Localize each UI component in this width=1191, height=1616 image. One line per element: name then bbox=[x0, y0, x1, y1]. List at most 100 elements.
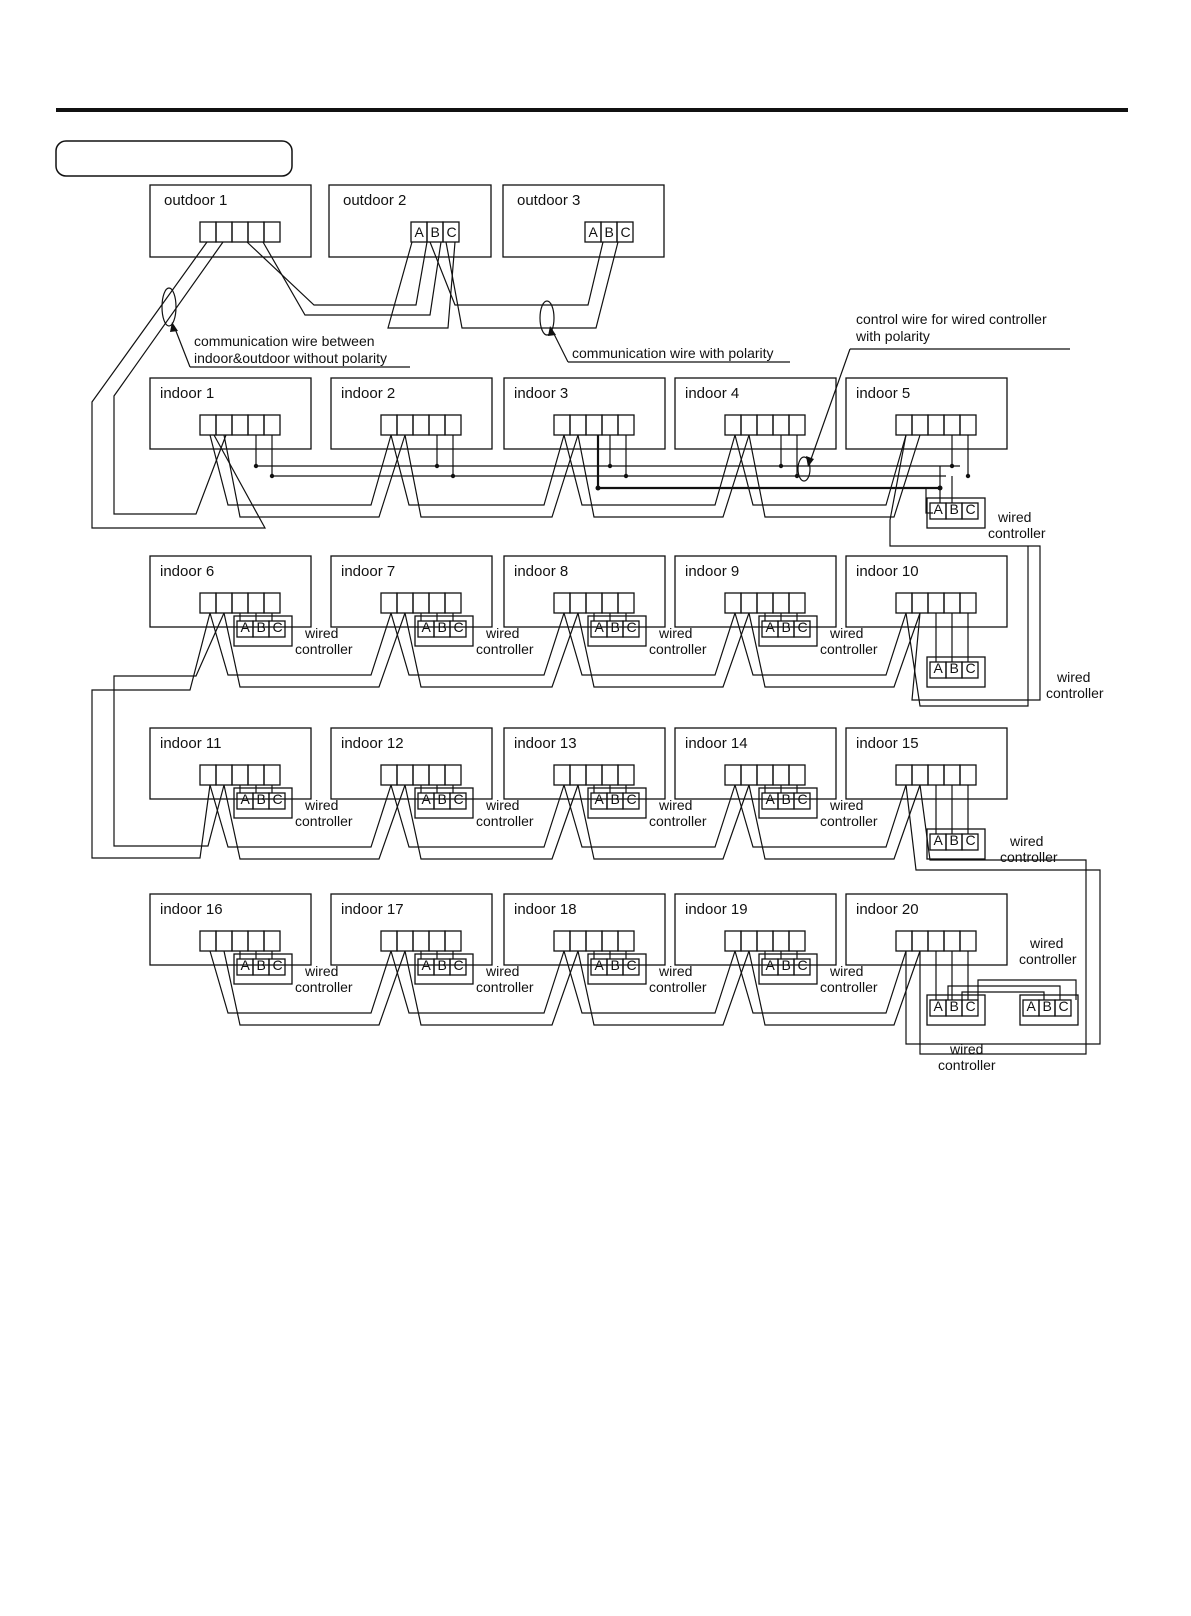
outdoor-unit-3-terminals-label-a: A bbox=[589, 224, 599, 240]
wired-controller-indoor-17-terminals-label-b: B bbox=[438, 957, 447, 973]
annotations: communication wire between indoor&outdoo… bbox=[161, 287, 1070, 482]
section-title-tab bbox=[55, 140, 293, 177]
bus-node-a-4 bbox=[778, 463, 784, 469]
wired-controller-indoor-9-label-controller: controller bbox=[820, 641, 878, 657]
wired-controller-indoor-12-terminals-label-a: A bbox=[422, 791, 432, 807]
wire-row4-link-4-a bbox=[734, 950, 907, 1014]
wiring bbox=[91, 241, 1101, 1055]
indoor-unit-8-terminals bbox=[553, 592, 635, 614]
wire-out1-in1-b bbox=[113, 241, 227, 515]
wired-controller-indoor-15-terminals-label-c: C bbox=[966, 832, 976, 848]
indoor-unit-11-terminals bbox=[199, 764, 281, 786]
wired-controller-indoor-9-terminals-label-c: C bbox=[798, 619, 808, 635]
indoor-unit-11-terminals-cell-1 bbox=[199, 764, 217, 786]
indoor-unit-12-box bbox=[330, 727, 493, 800]
wired-controller-indoor-13-terminals-label-b: B bbox=[611, 791, 620, 807]
indoor-unit-13-name: indoor 13 bbox=[514, 735, 577, 752]
outdoor-unit-2-box bbox=[328, 184, 492, 258]
indoor-unit-4-terminals-cell-1 bbox=[724, 414, 742, 436]
wire-row2-row3-b bbox=[113, 612, 225, 847]
leader-no-polarity bbox=[173, 325, 191, 368]
wire-out1-out2-a bbox=[246, 241, 428, 306]
wire-row3-link-2-b bbox=[404, 784, 579, 860]
indoor-unit-7-terminals bbox=[380, 592, 462, 614]
indoor-unit-9-terminals bbox=[724, 592, 806, 614]
wired-controller-indoor-16-terminals-label-b: B bbox=[257, 957, 266, 973]
wired-controller-indoor-15-box bbox=[926, 828, 986, 860]
indoor-unit-19-terminals-cell-2 bbox=[740, 930, 758, 952]
indoor-unit-16-terminals-cell-3 bbox=[231, 930, 249, 952]
wired-controller-indoor-8-label-controller: controller bbox=[649, 641, 707, 657]
bus-node-a-2 bbox=[434, 463, 440, 469]
wired-controller-indoor-12-terminals-cell-3 bbox=[449, 792, 467, 810]
wired-controller-indoor-14-terminals-label-b: B bbox=[782, 791, 791, 807]
indoor-unit-10-terminals-cell-5 bbox=[959, 592, 977, 614]
indoor-unit-15-terminals-cell-3 bbox=[927, 764, 945, 786]
wire-row3-link-4-b bbox=[748, 784, 921, 860]
indoor-unit-10-name: indoor 10 bbox=[856, 563, 919, 580]
wired-controller-indoor-6-terminals-label-a: A bbox=[241, 619, 251, 635]
wire-row3-link-3-a bbox=[563, 784, 736, 848]
indoor-unit-12: indoor 12 bbox=[330, 727, 493, 800]
outdoor-unit-3-name: outdoor 3 bbox=[517, 192, 580, 209]
wired-controller-row1-terminals-label-c: C bbox=[966, 501, 976, 517]
wired-controller-indoor-7-terminals-label-b: B bbox=[438, 619, 447, 635]
wire-row3-row4-a bbox=[905, 784, 1101, 1045]
wired-controller-indoor-10-terminals-label-b: B bbox=[950, 660, 959, 676]
indoor-unit-20-name: indoor 20 bbox=[856, 901, 919, 918]
ctrl20-link-b bbox=[961, 991, 1045, 1000]
indoor-unit-3-box bbox=[503, 377, 666, 450]
indoor-unit-1-terminals-cell-3 bbox=[231, 414, 249, 436]
wired-controller-indoor-7-terminals-label-c: C bbox=[454, 619, 464, 635]
wired-controller-indoor-17-terminals-label-c: C bbox=[454, 957, 464, 973]
wired-controller-row1-terminals-label-b: B bbox=[950, 501, 959, 517]
indoor-unit-16-terminals-cell-4 bbox=[247, 930, 265, 952]
wired-controller-indoor-17-label-controller: controller bbox=[476, 979, 534, 995]
indoor-unit-2-terminals-cell-2 bbox=[396, 414, 414, 436]
indoor-unit-19-terminals-cell-4 bbox=[772, 930, 790, 952]
wired-controller-indoor-20-b-box bbox=[1019, 994, 1079, 1026]
leader-arrow-no-polarity bbox=[170, 322, 178, 332]
wired-controller-indoor-20-b-terminals-label-a: A bbox=[1027, 998, 1037, 1014]
indoor-unit-7-terminals-cell-5 bbox=[444, 592, 462, 614]
indoor-unit-20-box bbox=[845, 893, 1008, 966]
indoor-unit-3-terminals bbox=[553, 414, 635, 436]
indoor-unit-12-terminals-cell-1 bbox=[380, 764, 398, 786]
wired-controller-indoor-9-terminals-label-b: B bbox=[782, 619, 791, 635]
bus-node-b-2 bbox=[450, 473, 456, 479]
indoor-unit-11-terminals-cell-2 bbox=[215, 764, 233, 786]
wired-controller-indoor-14-label-controller: controller bbox=[820, 813, 878, 829]
indoor-unit-17-terminals bbox=[380, 930, 462, 952]
indoor-unit-19-terminals bbox=[724, 930, 806, 952]
wired-controller-indoor-10-label-controller: controller bbox=[1046, 685, 1104, 701]
wired-controller-indoor-20-a-terminals-cell-3 bbox=[961, 999, 979, 1017]
wired-controller-indoor-19-box bbox=[758, 953, 818, 985]
indoor-unit-18-terminals-cell-5 bbox=[617, 930, 635, 952]
bus-to-ctrl-c bbox=[925, 488, 933, 514]
indoor-unit-6-box bbox=[149, 555, 312, 628]
wired-controller-indoor-10-terminals-label-a: A bbox=[934, 660, 944, 676]
wire-row1-link-3-a bbox=[563, 434, 736, 506]
indoor-unit-17-terminals-cell-1 bbox=[380, 930, 398, 952]
wired-controller-indoor-8-terminals-label-b: B bbox=[611, 619, 620, 635]
indoor-unit-2-box bbox=[330, 377, 493, 450]
indoor-unit-14-terminals-cell-3 bbox=[756, 764, 774, 786]
indoor-unit-6-terminals-cell-1 bbox=[199, 592, 217, 614]
indoor-unit-16-terminals-cell-1 bbox=[199, 930, 217, 952]
indoor-unit-9-terminals-cell-4 bbox=[772, 592, 790, 614]
indoor-unit-12-terminals-cell-5 bbox=[444, 764, 462, 786]
wired-controller-indoor-16-box bbox=[233, 953, 293, 985]
indoor-unit-14-terminals-cell-4 bbox=[772, 764, 790, 786]
